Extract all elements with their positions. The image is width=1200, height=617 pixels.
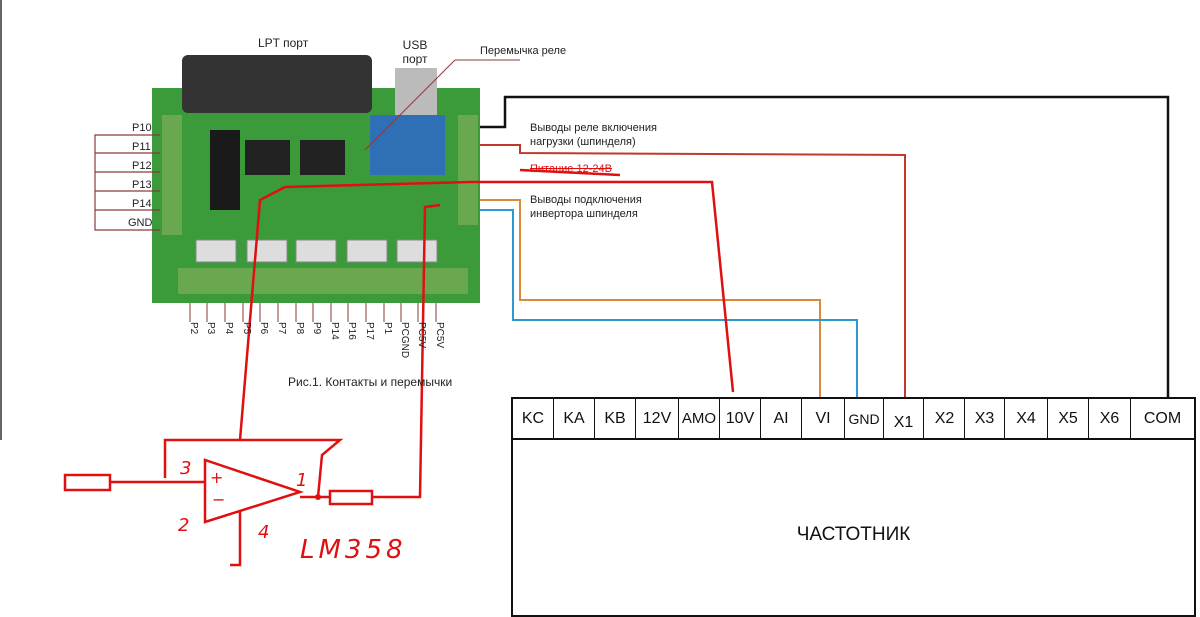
left-pin: P13 xyxy=(132,179,152,191)
left-pin: P10 xyxy=(132,122,152,134)
chip xyxy=(245,140,290,175)
hand-drawn-circuit xyxy=(63,168,735,567)
terminal-amo: AMO xyxy=(679,399,720,438)
wire-orange-vi xyxy=(480,199,821,398)
terminal-kb: KB xyxy=(595,399,636,438)
inverter-title: ЧАСТОТНИК xyxy=(796,524,911,545)
bottom-pin: PC5V xyxy=(434,322,445,349)
left-pin: P14 xyxy=(132,198,152,210)
wire-relay-x1 xyxy=(480,144,906,398)
terminal-x3: X3 xyxy=(965,399,1005,438)
bottom-pin: P17 xyxy=(364,322,375,340)
terminal-strip: KC KA KB 12V AMO 10V AI VI GND X1 X2 X3 … xyxy=(513,399,1194,440)
figure-caption: Рис.1. Контакты и перемычки xyxy=(288,375,453,389)
bottom-pin: P14 xyxy=(329,322,340,340)
chip-label: LM358 xyxy=(300,535,407,565)
terminal-ai: AI xyxy=(761,399,802,438)
terminal-x6: X6 xyxy=(1089,399,1131,438)
right-terminal-block xyxy=(458,115,478,225)
bottom-terminal-block xyxy=(178,268,468,294)
terminal-x2: X2 xyxy=(925,399,965,438)
relay-outputs-label: Выводы реле включения нагрузки (шпинделя… xyxy=(530,122,657,148)
terminal-vi: VI xyxy=(802,399,845,438)
lpt-label: LPT порт xyxy=(258,36,309,50)
frequency-inverter: KC KA KB 12V AMO 10V AI VI GND X1 X2 X3 … xyxy=(511,397,1196,617)
bottom-pin: PC5V xyxy=(416,322,427,349)
terminal-x4: X4 xyxy=(1005,399,1048,438)
input-switch-wires xyxy=(94,134,160,231)
left-pin: P12 xyxy=(132,160,152,172)
jumper-pointer xyxy=(364,59,456,151)
terminal-x5: X5 xyxy=(1048,399,1089,438)
usb-label: USB порт xyxy=(402,38,428,66)
bottom-pin: P3 xyxy=(205,322,216,335)
terminal-kc: KC xyxy=(513,399,554,438)
bottom-pin: P16 xyxy=(346,322,357,340)
terminal-10v: 10V xyxy=(720,399,761,438)
relay xyxy=(370,115,445,175)
terminal-x1: X1 xyxy=(884,399,924,438)
power-label: Питание 12-24В xyxy=(530,163,612,175)
bottom-pin: P8 xyxy=(294,322,305,335)
inverter-outputs-label: Выводы подключения инвертора шпинделя xyxy=(530,194,642,220)
bottom-pin: P6 xyxy=(258,322,269,335)
wire-blue-gnd xyxy=(480,209,858,398)
lpt-connector xyxy=(182,55,372,113)
bottom-pin: P1 xyxy=(382,322,393,335)
left-pin: GND xyxy=(128,217,153,229)
left-pin: P11 xyxy=(132,141,151,153)
terminal-com: COM xyxy=(1143,409,1182,427)
terminal-gnd: GND xyxy=(845,399,884,438)
bottom-pin: P7 xyxy=(276,322,287,335)
optocouplers xyxy=(210,130,240,210)
wire-relay-com xyxy=(480,95,1170,398)
opamp-pin-4: 4 xyxy=(258,522,270,543)
chip xyxy=(300,140,345,175)
usb-connector xyxy=(395,68,437,118)
bottom-pin: PCGND xyxy=(399,322,410,359)
opamp-pin-2: 2 xyxy=(178,515,190,536)
terminal-ka: KA xyxy=(554,399,595,438)
opamp-minus: − xyxy=(212,490,226,509)
bottom-pin-leads xyxy=(189,303,437,322)
bottom-pin: P5 xyxy=(241,322,252,335)
opamp-pin-1: 1 xyxy=(296,470,308,491)
bottom-pin: P4 xyxy=(223,322,234,335)
relay-jumper-label: Перемычка реле xyxy=(480,45,567,57)
bottom-pin: P2 xyxy=(188,322,199,335)
opamp-plus: + xyxy=(210,468,224,487)
opamp-pin-3: 3 xyxy=(180,458,192,479)
left-terminal-block xyxy=(162,115,182,235)
terminal-12v: 12V xyxy=(636,399,679,438)
bottom-pin: P9 xyxy=(311,322,322,335)
